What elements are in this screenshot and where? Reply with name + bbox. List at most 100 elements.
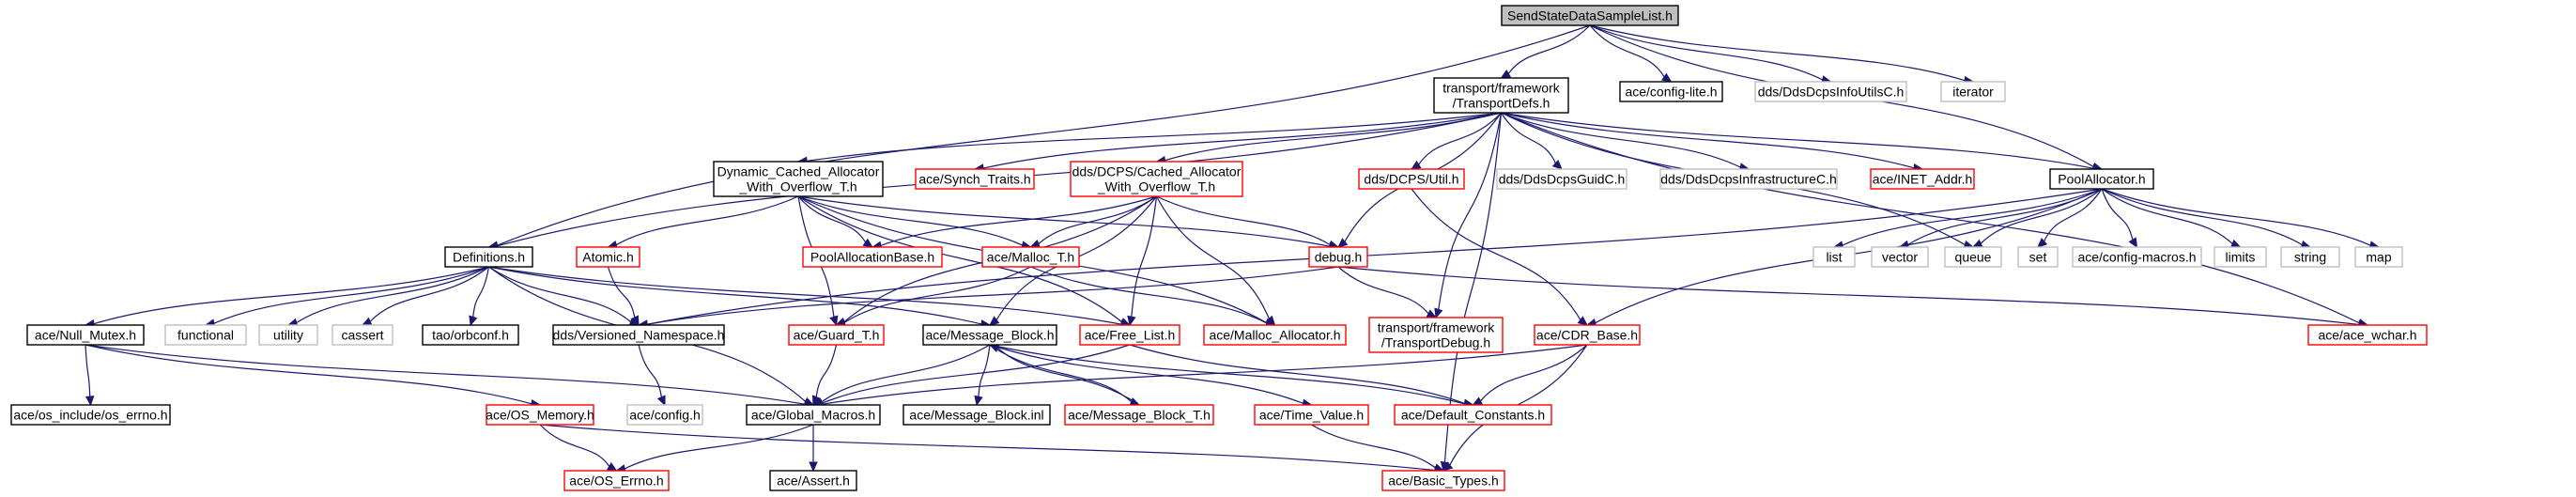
node-globalmacros[interactable]: ace/Global_Macros.h — [746, 404, 881, 426]
node-atomic[interactable]: Atomic.h — [576, 246, 640, 268]
node-pool[interactable]: PoolAllocator.h — [2049, 168, 2154, 190]
node-box — [1871, 246, 1929, 268]
node-errno[interactable]: ace/os_include/os_errno.h — [10, 404, 171, 426]
node-box — [1070, 161, 1243, 197]
node-label: dds/DCPS/Cached_Allocator — [1072, 164, 1242, 179]
node-label: _With_Overflow_T.h — [1097, 179, 1215, 194]
node-vector: vector — [1871, 246, 1929, 268]
node-basictypes[interactable]: ace/Basic_Types.h — [1381, 470, 1505, 491]
node-iterator: iterator — [1940, 81, 2006, 102]
node-label: ace/os_include/os_errno.h — [13, 408, 167, 423]
edge-tdefs-to-pool — [1501, 112, 2104, 173]
node-cachealloc[interactable]: dds/DCPS/Cached_Allocator_With_Overflow_… — [1070, 161, 1243, 197]
edge-cachealloc-to-malloct — [1029, 195, 1157, 248]
edge-timevalue-to-basictypes — [1311, 424, 1445, 473]
node-debug[interactable]: debug.h — [1308, 246, 1368, 268]
node-label: dds/DCPS/Util.h — [1364, 172, 1458, 187]
edge-malloct-to-mallocalloc — [1030, 266, 1276, 328]
node-timevalue[interactable]: ace/Time_Value.h — [1254, 404, 1369, 426]
node-synch[interactable]: ace/Synch_Traits.h — [915, 168, 1035, 190]
node-label: PoolAllocationBase.h — [810, 250, 934, 265]
node-box — [26, 324, 145, 346]
node-acewchar[interactable]: ace/ace_wchar.h — [2307, 324, 2428, 346]
edge-cdrbase-to-globalmacros — [811, 344, 1588, 410]
node-label: ace/config.h — [629, 408, 701, 423]
node-box — [563, 470, 670, 491]
node-osmemory[interactable]: ace/OS_Memory.h — [486, 404, 594, 426]
node-poolbase[interactable]: PoolAllocationBase.h — [802, 246, 943, 268]
node-dyncache[interactable]: Dynamic_Cached_Allocator_With_Overflow_T… — [713, 161, 884, 197]
node-label: ace/Null_Mutex.h — [35, 328, 136, 343]
node-label: dds/DdsDcpsInfrastructureC.h — [1660, 172, 1837, 187]
node-string: string — [2280, 246, 2340, 268]
node-box — [1064, 404, 1214, 426]
node-label: ace/Guard_T.h — [794, 328, 880, 343]
edge-root-to-defs — [487, 24, 1591, 250]
node-box — [1079, 324, 1180, 346]
node-malloct[interactable]: ace/Malloc_T.h — [981, 246, 1080, 268]
node-inet[interactable]: ace/INET_Addr.h — [1870, 168, 1975, 190]
node-msgblockinl[interactable]: ace/Message_Block.inl — [902, 404, 1051, 426]
node-cdrbase[interactable]: ace/CDR_Base.h — [1534, 324, 1641, 346]
node-versioned[interactable]: dds/Versioned_Namespace.h — [552, 324, 725, 346]
node-assert[interactable]: ace/Assert.h — [769, 470, 857, 491]
edge-globalmacros-to-assert — [809, 424, 818, 473]
node-label: ace/Message_Block.h — [926, 328, 1055, 343]
node-box — [902, 404, 1051, 426]
node-util[interactable]: dds/DCPS/Util.h — [1358, 168, 1465, 190]
node-label: ace/Global_Macros.h — [751, 408, 875, 423]
node-tdebug[interactable]: transport/framework/TransportDebug.h — [1368, 317, 1504, 353]
node-box — [1381, 470, 1505, 491]
node-box — [981, 246, 1080, 268]
edge-cachealloc-to-freelist — [1127, 195, 1158, 327]
node-box — [444, 246, 533, 268]
edge-osmemory-to-oserrno — [539, 424, 618, 472]
edge-dyncache-to-poolbase — [797, 195, 874, 248]
edge-dyncache-to-atomic — [607, 195, 799, 250]
node-label: debug.h — [1315, 250, 1363, 265]
node-box — [486, 404, 594, 426]
node-label: list — [1826, 250, 1842, 265]
node-box — [802, 246, 943, 268]
node-mallocalloc[interactable]: ace/Malloc_Allocator.h — [1203, 324, 1347, 346]
node-label: ace/Basic_Types.h — [1388, 474, 1499, 489]
node-box — [164, 324, 247, 346]
node-oserrno[interactable]: ace/OS_Errno.h — [563, 470, 670, 491]
edge-msgblockt-to-msgblock — [988, 344, 1140, 406]
node-defs[interactable]: Definitions.h — [444, 246, 533, 268]
node-box — [1501, 5, 1679, 26]
node-defconst[interactable]: ace/Default_Constants.h — [1394, 404, 1552, 426]
node-box — [552, 324, 725, 346]
edge-root-to-cfglite — [1589, 24, 1673, 83]
node-root[interactable]: SendStateDataSampleList.h — [1501, 5, 1679, 26]
node-label: utility — [273, 328, 303, 343]
node-cfglite[interactable]: ace/config-lite.h — [1619, 81, 1723, 102]
node-orbconf[interactable]: tao/orbconf.h — [422, 324, 519, 346]
node-msgblock[interactable]: ace/Message_Block.h — [922, 324, 1057, 346]
node-box — [2354, 246, 2403, 268]
node-label: set — [2029, 250, 2047, 265]
edge-msgblock-to-msgblockt — [989, 344, 1141, 406]
node-box — [922, 324, 1057, 346]
node-box — [1659, 168, 1838, 190]
node-label: _With_Overflow_T.h — [738, 179, 856, 194]
node-box — [1368, 317, 1504, 353]
node-label: Atomic.h — [582, 250, 633, 265]
edge-pool-to-set — [2037, 188, 2103, 248]
edge-defs-to-orbconf — [469, 266, 490, 327]
node-limits: limits — [2214, 246, 2267, 268]
node-msgblockt[interactable]: ace/Message_Block_T.h — [1064, 404, 1214, 426]
node-label: Dynamic_Cached_Allocator — [717, 164, 880, 179]
edge-freelist-to-defconst — [1129, 344, 1474, 409]
node-box — [788, 324, 885, 346]
node-box — [1394, 404, 1552, 426]
node-label: /TransportDefs.h — [1453, 96, 1550, 111]
edge-root-to-tdefs — [1500, 24, 1591, 79]
node-label: SendStateDataSampleList.h — [1507, 8, 1673, 23]
node-label: ace/Free_List.h — [1085, 328, 1176, 343]
node-guardt[interactable]: ace/Guard_T.h — [788, 324, 885, 346]
node-nullmutex[interactable]: ace/Null_Mutex.h — [26, 324, 145, 346]
node-freelist[interactable]: ace/Free_List.h — [1079, 324, 1180, 346]
node-tdefs[interactable]: transport/framework/TransportDefs.h — [1433, 77, 1569, 114]
node-list: list — [1812, 246, 1856, 268]
